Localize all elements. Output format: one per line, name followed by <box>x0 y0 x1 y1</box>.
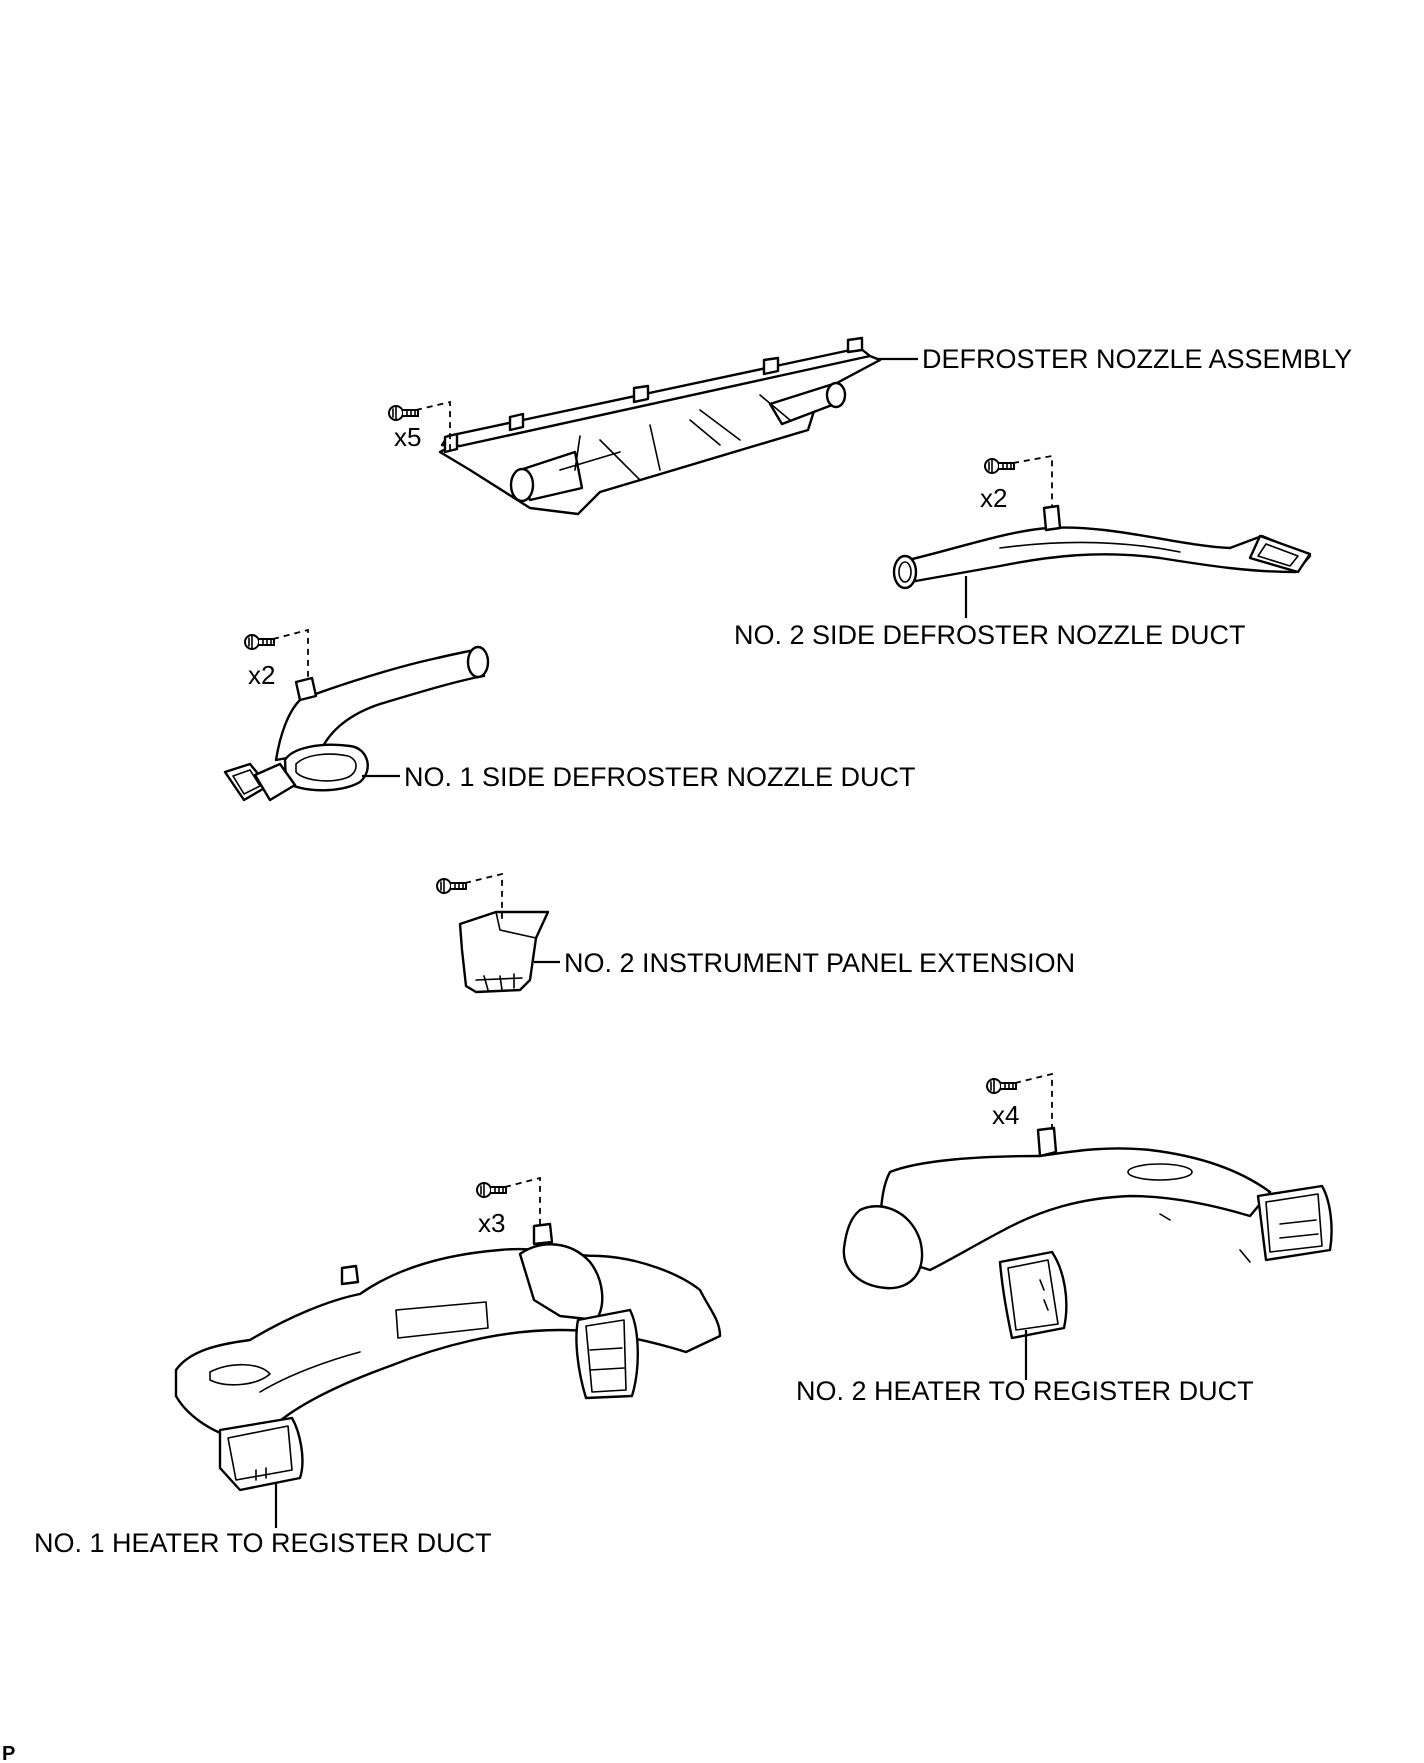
screw-icon <box>984 458 1015 474</box>
defroster-nozzle-qty: x5 <box>394 422 421 452</box>
corner-code: P <box>2 1743 15 1763</box>
screw-icon <box>436 878 467 894</box>
screw-icon <box>244 634 275 650</box>
no1-heater-duct-qty: x3 <box>478 1208 505 1238</box>
no1-heater-duct-label: NO. 1 HEATER TO REGISTER DUCT <box>34 1528 492 1558</box>
no2-instrument-panel-extension <box>436 872 550 994</box>
no1-side-defroster-duct <box>223 628 490 802</box>
no2-heater-duct-qty: x4 <box>992 1100 1019 1130</box>
screw-icon <box>986 1078 1017 1094</box>
no2-heater-register-duct <box>842 1072 1333 1340</box>
screw-icon <box>388 405 419 421</box>
no2-side-defroster-qty: x2 <box>980 483 1007 513</box>
no2-side-defroster-label: NO. 2 SIDE DEFROSTER NOZZLE DUCT <box>734 620 1246 650</box>
no2-instrument-panel-label: NO. 2 INSTRUMENT PANEL EXTENSION <box>564 948 1075 978</box>
defroster-nozzle-label: DEFROSTER NOZZLE ASSEMBLY <box>922 344 1352 374</box>
screw-icon <box>476 1182 507 1198</box>
no2-heater-duct-label: NO. 2 HEATER TO REGISTER DUCT <box>796 1376 1254 1406</box>
no1-side-defroster-label: NO. 1 SIDE DEFROSTER NOZZLE DUCT <box>404 762 916 792</box>
no2-side-defroster-duct <box>892 454 1312 590</box>
no1-heater-register-duct <box>174 1176 722 1492</box>
defroster-nozzle-assembly <box>388 336 882 516</box>
no1-side-defroster-qty: x2 <box>248 660 275 690</box>
